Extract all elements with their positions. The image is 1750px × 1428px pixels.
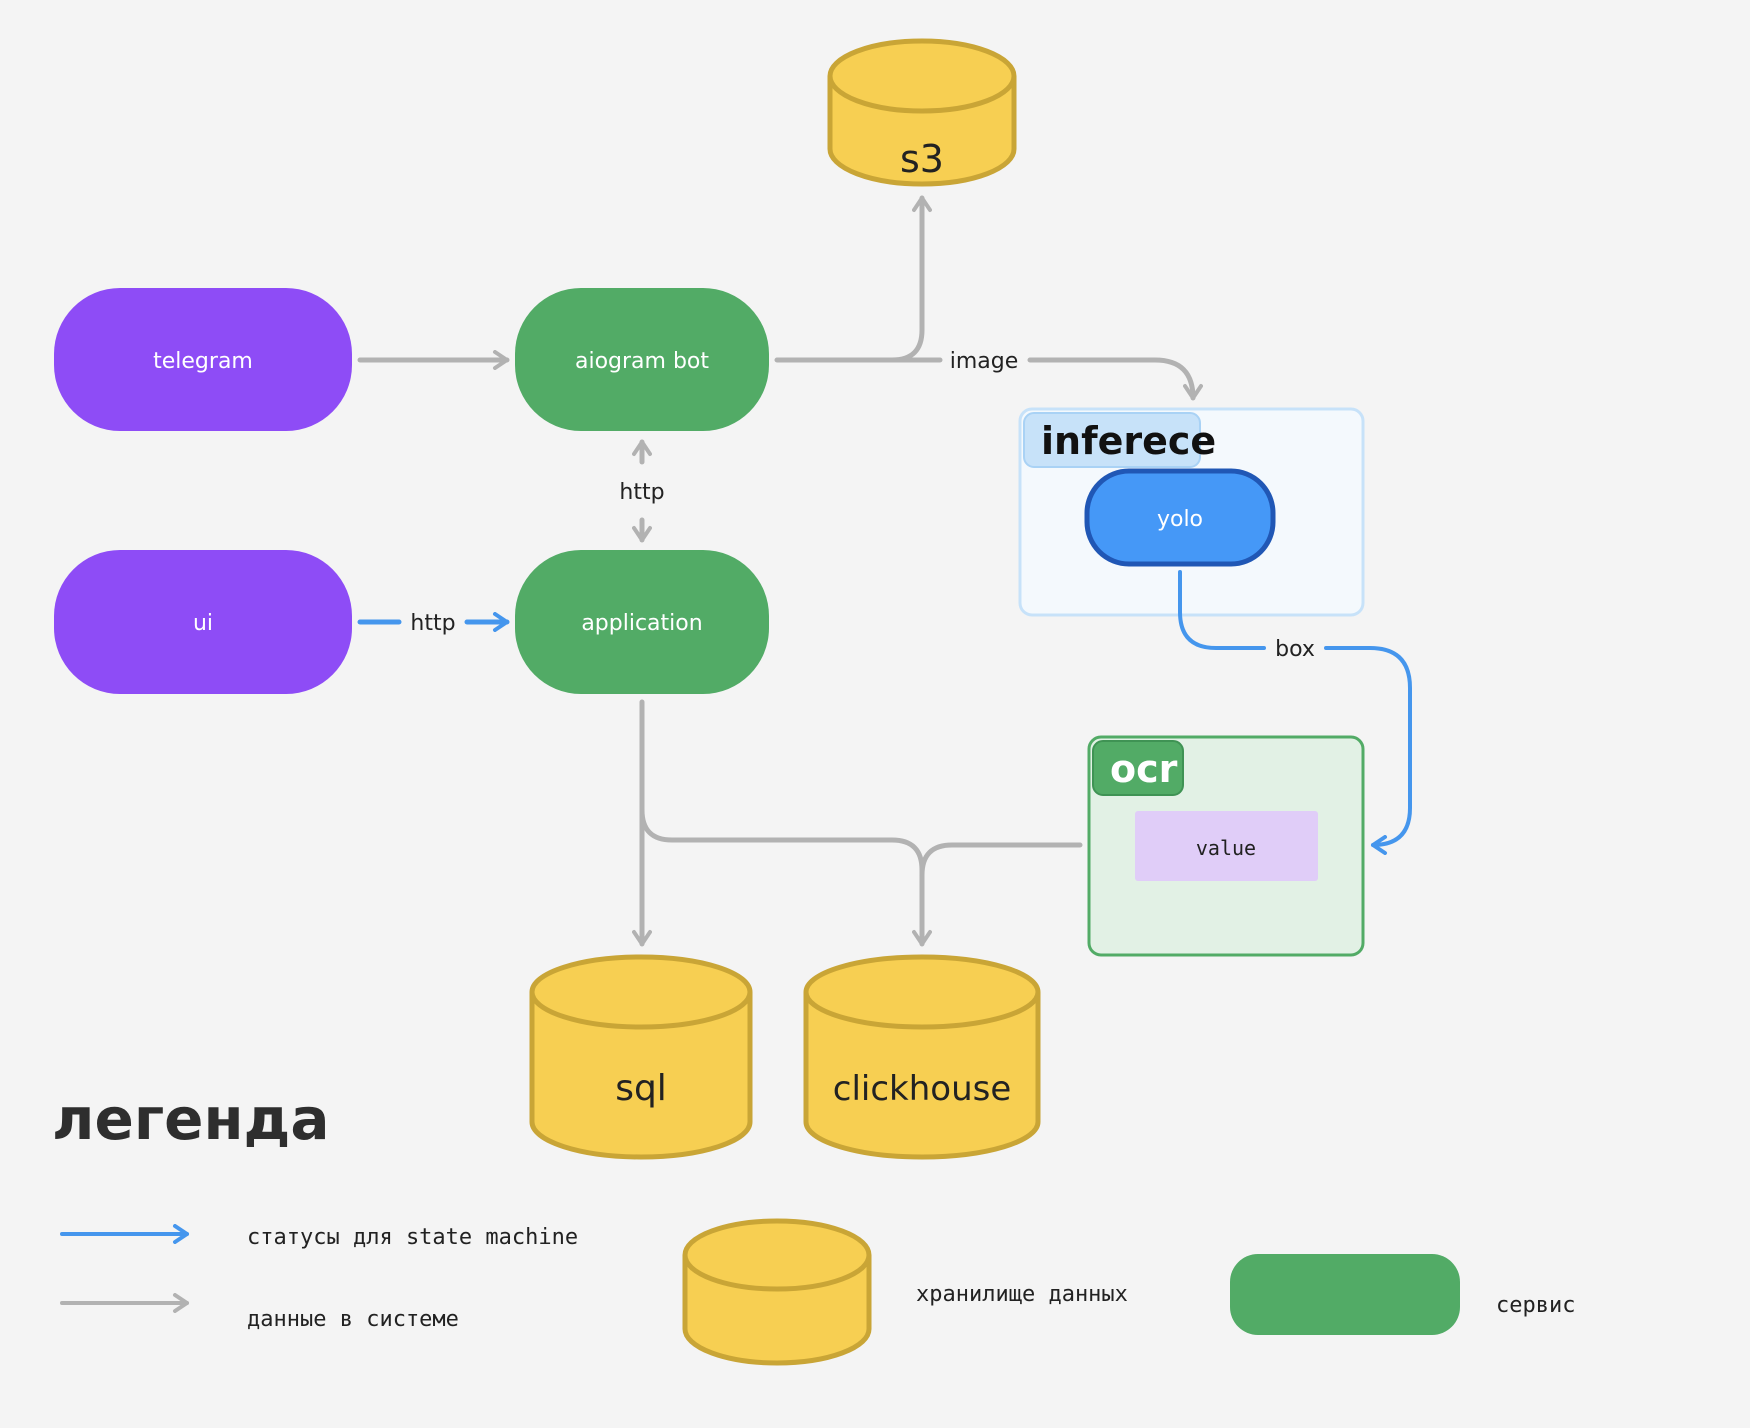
edge-yolo-to-box — [1178, 570, 1266, 650]
inference-title: inferece — [1041, 419, 1216, 463]
edge-label-http-ui-app: http — [410, 611, 455, 636]
application-node[interactable]: application — [515, 550, 769, 694]
legend-service-label: сервис — [1496, 1293, 1575, 1318]
legend-title: легенда — [52, 1085, 330, 1153]
legend-storage-label: хранилище данных — [916, 1282, 1128, 1307]
edge-label-http-bot-app: http — [619, 480, 664, 505]
ui-node[interactable]: ui — [54, 550, 352, 694]
sql-storage[interactable]: sql — [529, 954, 753, 1160]
ocr-title-tag — [1092, 740, 1184, 796]
edge-bot-to-s3 — [774, 195, 932, 363]
edge-ocr-to-clickhouse — [919, 842, 1083, 878]
clickhouse-storage[interactable]: clickhouse — [803, 954, 1041, 1160]
legend-data-label: данные в системе — [247, 1307, 459, 1332]
sql-label: sql — [615, 1068, 667, 1109]
aiogram-bot-label: aiogram bot — [575, 349, 709, 374]
clickhouse-label: clickhouse — [833, 1069, 1012, 1109]
edge-app-to-clickhouse — [639, 807, 932, 947]
s3-storage[interactable]: s3 — [827, 38, 1017, 187]
ocr-title: ocr — [1110, 747, 1178, 791]
telegram-label: telegram — [153, 349, 253, 374]
ocr-group: ocr value — [1087, 735, 1365, 957]
telegram-node[interactable]: telegram — [54, 288, 352, 431]
edge-image-to-inference — [1027, 357, 1203, 401]
application-label: application — [581, 611, 702, 636]
edge-label-box: box — [1275, 637, 1315, 662]
value-node[interactable]: value — [1135, 811, 1318, 881]
value-label: value — [1196, 836, 1256, 860]
inference-title-tag — [1023, 412, 1201, 468]
edge-box-to-ocr — [1324, 646, 1412, 855]
yolo-node[interactable]: yolo — [1084, 468, 1276, 567]
legend-status-label: статусы для state machine — [247, 1225, 578, 1250]
edge-label-image: image — [950, 349, 1019, 374]
legend-service-icon — [1230, 1254, 1460, 1335]
yolo-label: yolo — [1157, 507, 1203, 532]
legend-storage-icon — [682, 1218, 872, 1366]
aiogram-bot-node[interactable]: aiogram bot — [515, 288, 769, 431]
legend: легенда статусы для state machine данные… — [52, 1085, 1575, 1366]
s3-label: s3 — [900, 137, 944, 181]
ui-label: ui — [193, 611, 213, 636]
inference-group: inferece yolo — [1018, 407, 1365, 617]
